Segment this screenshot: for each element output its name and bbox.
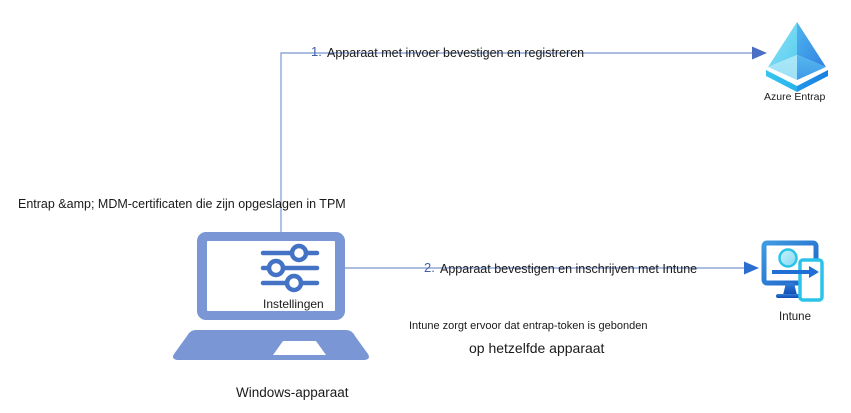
settings-screen-label: Instellingen [263,297,324,311]
azure-entra-caption: Azure Entrap [764,91,826,103]
windows-device-caption: Windows-apparaat [236,385,349,400]
step-2-number: 2. [424,260,435,275]
arrowhead-to-intune [744,261,759,275]
connector-device-to-entra [280,46,767,262]
arrowhead-to-entra [752,46,767,60]
intune-caption: Intune [779,311,811,323]
step-1-label: Apparaat met invoer bevestigen en regist… [327,46,585,60]
step-2-label: Apparaat bevestigen en inschrijven met I… [440,262,698,276]
settings-sliders-knobs [266,243,309,293]
intune-note-line-2: op hetzelfde apparaat [469,340,605,356]
laptop-base [173,330,369,360]
laptop-trackpad [273,341,326,355]
intune-note-line-1: Intune zorgt ervoor dat entrap-token is … [409,320,648,332]
intune-monitor-device-icon [761,240,824,302]
connector-device-to-intune [333,261,759,275]
azure-entra-pyramid-icon [766,22,828,92]
step-1-number: 1. [311,44,322,59]
tpm-certificates-label: Entrap &amp; MDM-certificaten die zijn o… [18,197,346,211]
